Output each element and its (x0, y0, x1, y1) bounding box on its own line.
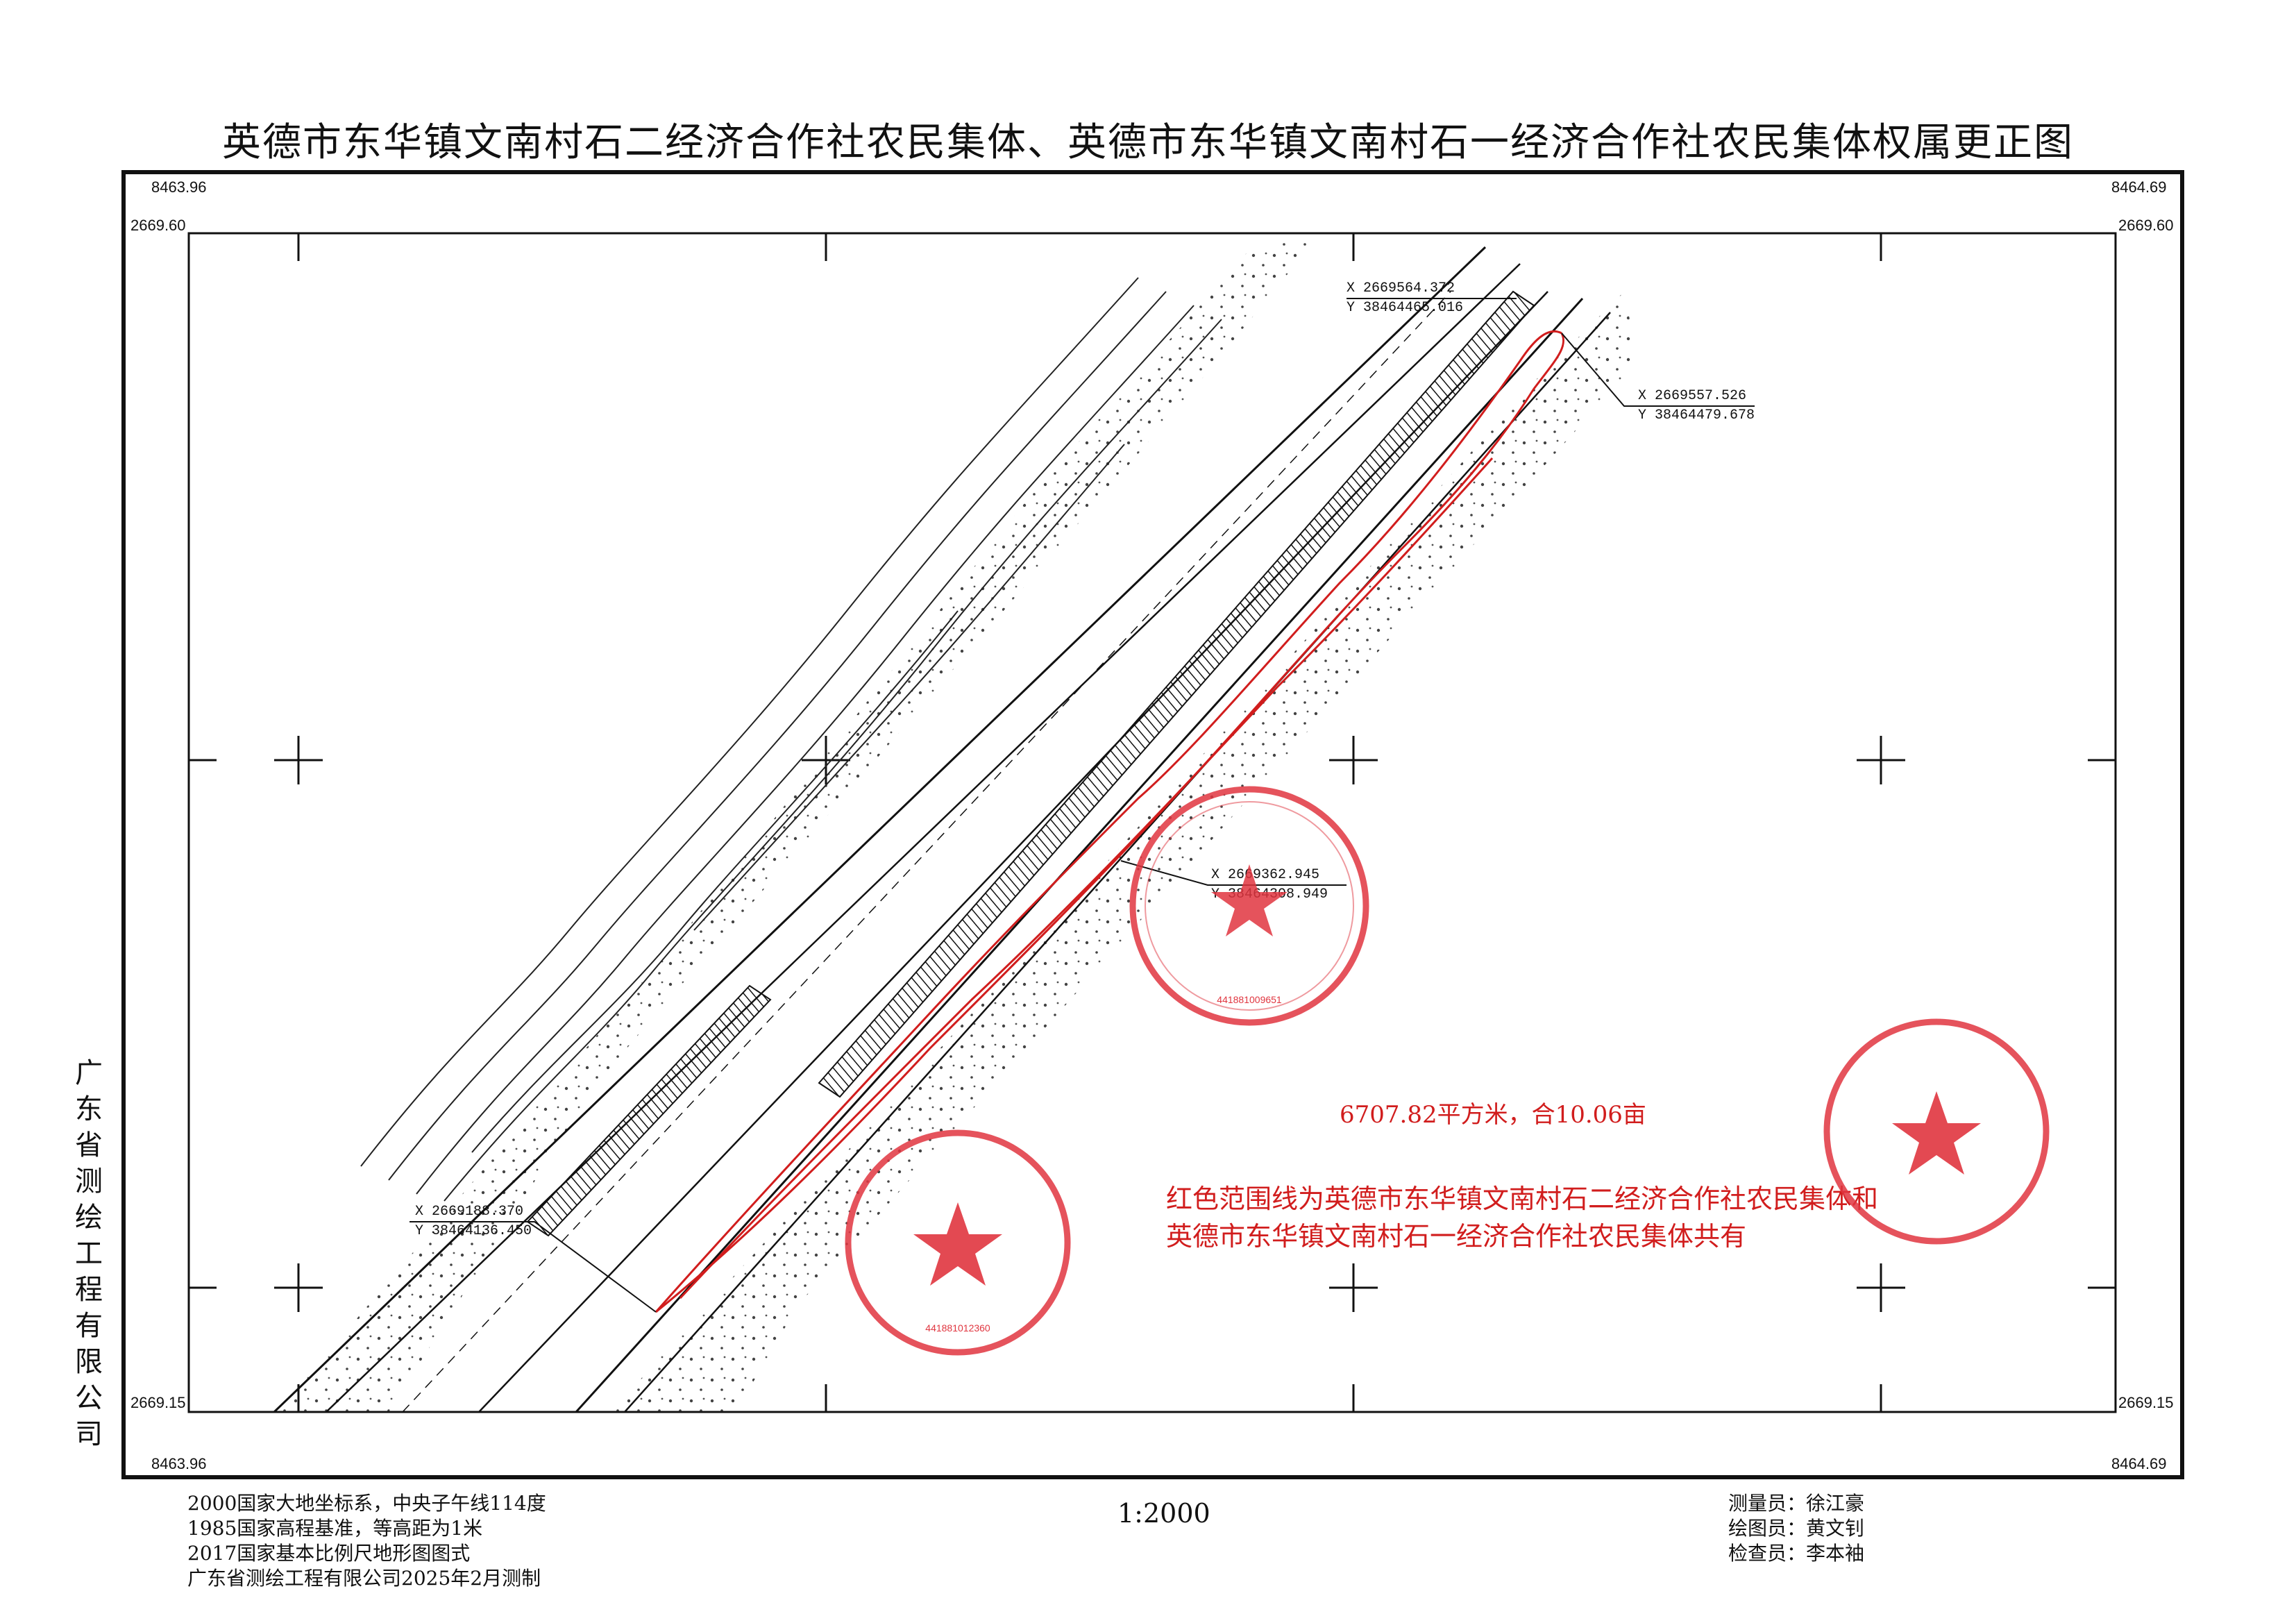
embankment-2 (526, 984, 772, 1237)
footer-datum: 2000国家大地坐标系，中央子午线114度 (187, 1492, 546, 1515)
terrain-nw (278, 236, 1319, 1412)
side-company-name: 广东省测绘工程有限公司 (75, 1057, 103, 1450)
footer-elevation: 1985国家高程基准，等高距为1米 (187, 1517, 483, 1540)
ownership-note-line2: 英德市东华镇文南村石一经济合作社农民集体共有 (1166, 1221, 1747, 1252)
svg-text:441881012360: 441881012360 (925, 1322, 990, 1334)
coord-y: Y 38464136.450 (415, 1223, 532, 1239)
road-lines (273, 246, 1611, 1412)
coord-x: X 2669564.372 (1347, 280, 1464, 299)
svg-text:441881009651: 441881009651 (1217, 994, 1282, 1005)
corner-bottom-left-y: 2669.15 (130, 1394, 186, 1411)
government-seal: 441881009651 (1129, 786, 1369, 1026)
map-title: 英德市东华镇文南村石二经济合作社农民集体、英德市东华镇文南村石一经济合作社农民集… (222, 120, 2074, 165)
corner-top-right-y: 2669.60 (2118, 217, 2174, 234)
corner-bottom-left-x: 8463.96 (151, 1455, 207, 1472)
embankment (818, 290, 1535, 1098)
corner-top-right-x: 8464.69 (2111, 178, 2167, 196)
footer-standard: 2017国家基本比例尺地形图图式 (187, 1542, 471, 1565)
corner-bottom-right-y: 2669.15 (2118, 1394, 2174, 1411)
surveyor: 测量员：徐江豪 (1728, 1492, 1865, 1515)
contours (360, 277, 1222, 1202)
footer-left: 2000国家大地坐标系，中央子午线114度 1985国家高程基准，等高距为1米 … (187, 1491, 546, 1591)
inner-frame (187, 232, 2117, 1413)
coord-label-2: X 2669557.526 Y 38464479.678 (1638, 387, 1755, 425)
ownership-note: 红色范围线为英德市东华镇文南村石二经济合作社农民集体和 英德市东华镇文南村石一经… (1166, 1180, 1878, 1255)
footer-producer: 广东省测绘工程有限公司2025年2月测制 (187, 1567, 541, 1590)
corner-top-left-x: 8463.96 (151, 178, 207, 196)
boundary-line (655, 330, 1565, 1313)
map-scale: 1:2000 (1117, 1498, 1210, 1529)
coord-label-1: X 2669564.372 Y 38464465.016 (1347, 280, 1464, 317)
coord-label-4: X 2669188.370 Y 38464136.450 (415, 1203, 532, 1241)
coord-x: X 2669557.526 (1638, 387, 1755, 407)
corner-top-left-y: 2669.60 (130, 217, 186, 234)
coord-x: X 2669362.945 (1211, 866, 1328, 886)
coord-x: X 2669188.370 (415, 1203, 532, 1222)
checker: 检查员：李本袖 (1728, 1542, 1865, 1565)
coop-seal-b (1823, 1018, 2050, 1245)
corner-bottom-right-x: 8464.69 (2111, 1455, 2167, 1472)
footer-right: 测量员：徐江豪 绘图员：黄文钊 检查员：李本袖 (1728, 1491, 1864, 1566)
area-note: 6707.82平方米，合10.06亩 (1340, 1101, 1646, 1129)
ownership-note-line1: 红色范围线为英德市东华镇文南村石二经济合作社农民集体和 (1166, 1184, 1879, 1214)
outer-frame (121, 170, 2184, 1479)
coord-y: Y 38464465.016 (1347, 300, 1464, 316)
coop-seal-a: 441881012360 (845, 1129, 1071, 1356)
drafter: 绘图员：黄文钊 (1728, 1517, 1865, 1540)
coord-y: Y 38464479.678 (1638, 407, 1755, 423)
